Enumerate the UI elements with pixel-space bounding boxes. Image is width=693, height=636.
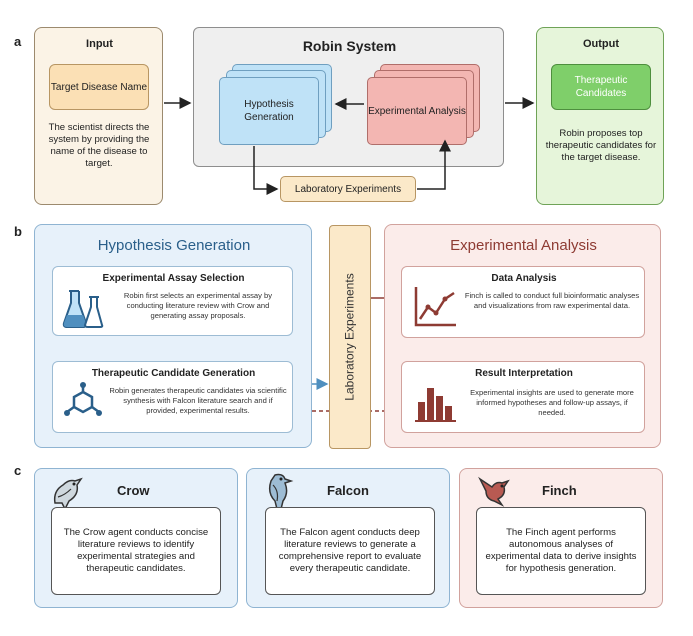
finch-description: The Finch agent performs autonomous anal… bbox=[485, 527, 637, 574]
falcon-description-box: The Falcon agent conducts deep literatur… bbox=[265, 507, 435, 595]
falcon-name: Falcon bbox=[327, 483, 369, 498]
output-title: Output bbox=[582, 38, 620, 50]
panel-a-label: a bbox=[14, 34, 22, 49]
result-interpretation-title: Result Interpretation bbox=[475, 368, 573, 379]
data-analysis-title: Data Analysis bbox=[491, 273, 557, 284]
therapeutic-candidate-generation-text: Robin generates therapeutic candidates v… bbox=[109, 386, 287, 415]
therapeutic-candidate-generation-box: Therapeutic Candidate Generation Robin g… bbox=[52, 361, 293, 433]
crow-icon bbox=[53, 477, 83, 511]
input-description: The scientist directs the system by prov… bbox=[48, 122, 150, 169]
result-interpretation-box: Result Interpretation Experimental insig… bbox=[401, 361, 645, 433]
experimental-assay-selection-box: Experimental Assay Selection Robin first… bbox=[52, 266, 293, 336]
laboratory-experiments-label: Laboratory Experiments bbox=[294, 183, 402, 195]
finch-name: Finch bbox=[542, 483, 577, 498]
target-disease-box: Target Disease Name bbox=[49, 64, 149, 110]
laboratory-experiments-vertical-label: Laboratory Experiments bbox=[343, 273, 357, 401]
finch-panel: Finch The Finch agent performs autonomou… bbox=[459, 468, 663, 608]
falcon-panel: Falcon The Falcon agent conducts deep li… bbox=[246, 468, 450, 608]
output-description: Robin proposes top therapeutic candidate… bbox=[545, 128, 657, 163]
finch-icon bbox=[478, 476, 510, 507]
crow-description-box: The Crow agent conducts concise literatu… bbox=[51, 507, 221, 595]
hypothesis-generation-label: Hypothesis Generation bbox=[244, 99, 294, 123]
crow-panel: Crow The Crow agent conducts concise lit… bbox=[34, 468, 238, 608]
crow-description: The Crow agent conducts concise literatu… bbox=[63, 527, 209, 574]
output-panel: Output Therapeutic Candidates Robin prop… bbox=[536, 27, 664, 205]
finch-description-box: The Finch agent performs autonomous anal… bbox=[476, 507, 646, 595]
experimental-assay-selection-title: Experimental Assay Selection bbox=[102, 273, 245, 284]
laboratory-experiments-box: Laboratory Experiments bbox=[280, 176, 416, 202]
falcon-icon bbox=[268, 473, 294, 510]
hypothesis-generation-title: Hypothesis Generation bbox=[97, 237, 251, 254]
crow-name: Crow bbox=[117, 483, 150, 498]
panel-b-label: b bbox=[14, 224, 22, 239]
laboratory-experiments-bar: Laboratory Experiments bbox=[329, 225, 371, 449]
therapeutic-candidate-generation-title: Therapeutic Candidate Generation bbox=[91, 368, 256, 379]
hypothesis-generation-card: Hypothesis Generation bbox=[219, 77, 319, 145]
result-interpretation-text: Experimental insights are used to genera… bbox=[470, 388, 634, 417]
line-chart-icon bbox=[414, 287, 456, 327]
target-disease-label: Target Disease Name bbox=[50, 81, 148, 93]
experimental-assay-selection-text: Robin first selects an experimental assa… bbox=[123, 291, 273, 320]
experimental-analysis-label: Experimental Analysis bbox=[368, 105, 466, 117]
experimental-analysis-card: Experimental Analysis bbox=[367, 77, 467, 145]
molecule-icon bbox=[64, 382, 102, 416]
falcon-description: The Falcon agent conducts deep literatur… bbox=[278, 527, 422, 574]
panel-c-label: c bbox=[14, 463, 22, 478]
data-analysis-text: Finch is called to conduct full bioinfor… bbox=[464, 291, 640, 310]
input-panel: Input Target Disease Name The scientist … bbox=[34, 27, 163, 205]
bar-chart-icon bbox=[415, 388, 456, 422]
experimental-analysis-title: Experimental Analysis bbox=[450, 237, 597, 254]
therapeutic-candidates-box: Therapeutic Candidates bbox=[551, 64, 651, 110]
therapeutic-candidates-label: Therapeutic Candidates bbox=[574, 75, 628, 99]
data-analysis-box: Data Analysis Finch is called to conduct… bbox=[401, 266, 645, 338]
flask-icon bbox=[62, 290, 104, 328]
input-title: Input bbox=[86, 38, 113, 50]
robin-title: Robin System bbox=[302, 38, 397, 54]
